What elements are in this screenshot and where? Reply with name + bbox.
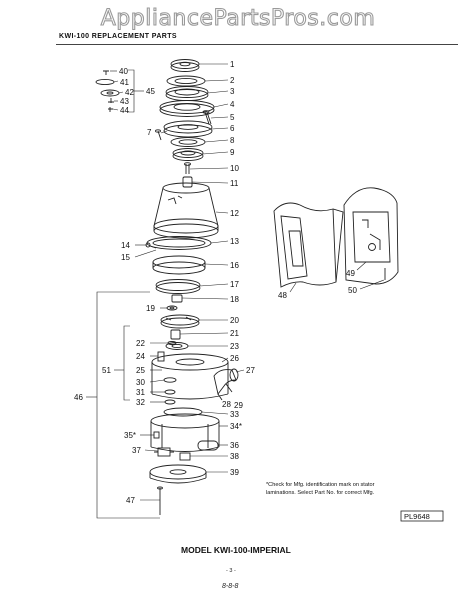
part-16-housing-ring bbox=[152, 255, 206, 275]
callout-32: 32 bbox=[136, 398, 145, 407]
callout-9: 9 bbox=[230, 148, 235, 157]
header-rule bbox=[56, 44, 458, 45]
part-48-front-cover bbox=[273, 202, 344, 288]
callout-38: 38 bbox=[230, 452, 239, 461]
callout-30: 30 bbox=[136, 378, 145, 387]
part-4-flange bbox=[159, 100, 215, 117]
part-21-hub bbox=[170, 329, 181, 340]
callout-40: 40 bbox=[119, 67, 128, 76]
part-36-capacitor bbox=[197, 440, 219, 451]
part-18-nut bbox=[171, 294, 183, 303]
page-reference: 8-8-8 bbox=[222, 583, 238, 590]
callout-17: 17 bbox=[230, 280, 239, 289]
part-10-bolt bbox=[184, 162, 191, 174]
part-9-seal bbox=[172, 148, 204, 161]
callout-20: 20 bbox=[230, 316, 239, 325]
part-34-motor-stator bbox=[150, 413, 220, 452]
model-title: MODEL KWI-100-IMPERIAL bbox=[181, 545, 291, 555]
part-47-screw bbox=[157, 486, 163, 515]
callout-34: 34* bbox=[230, 422, 242, 431]
part-39-base-plate bbox=[149, 464, 207, 484]
part-49-shroud bbox=[343, 187, 399, 285]
callout-42: 42 bbox=[125, 88, 134, 97]
callout-13: 13 bbox=[230, 237, 239, 246]
callout-31: 31 bbox=[136, 388, 145, 397]
callout-27: 27 bbox=[246, 366, 255, 375]
callout-35: 35* bbox=[124, 431, 136, 440]
part-35-connector bbox=[153, 431, 160, 439]
callout-19: 19 bbox=[146, 304, 155, 313]
callout-26: 26 bbox=[230, 354, 239, 363]
callout-14: 14 bbox=[121, 241, 130, 250]
part-2-ring bbox=[166, 75, 206, 87]
part-19-washer bbox=[166, 305, 178, 311]
part-37-terminal bbox=[154, 447, 174, 457]
page-header: KWI-100 REPLACEMENT PARTS bbox=[59, 33, 177, 40]
callout-4: 4 bbox=[230, 100, 235, 109]
callout-49: 49 bbox=[346, 269, 355, 278]
part-23-seal bbox=[165, 342, 189, 350]
part-30-bearing bbox=[163, 377, 177, 405]
callout-45: 45 bbox=[146, 87, 155, 96]
callout-39: 39 bbox=[230, 468, 239, 477]
callout-24: 24 bbox=[136, 352, 145, 361]
callout-46: 46 bbox=[74, 393, 83, 402]
footnote-line-2: laminations. Select Part No. for correct… bbox=[266, 490, 375, 496]
callout-2: 2 bbox=[230, 76, 235, 85]
callout-44: 44 bbox=[120, 106, 129, 115]
part-27-outlet-elbow bbox=[213, 368, 239, 401]
part-7-screw bbox=[155, 129, 162, 141]
callout-5: 5 bbox=[230, 113, 235, 122]
part-6-mount-ring bbox=[163, 120, 213, 138]
part-11-plug bbox=[182, 176, 193, 188]
part-5-screw bbox=[202, 110, 212, 125]
part-3-ring bbox=[165, 86, 209, 101]
callout-16: 16 bbox=[230, 261, 239, 270]
part-13-clamp-ring bbox=[145, 236, 212, 250]
callout-28: 28 bbox=[222, 400, 231, 409]
callout-3: 3 bbox=[230, 87, 235, 96]
parts-40-44-stack bbox=[95, 70, 120, 112]
callout-21: 21 bbox=[230, 329, 239, 338]
callout-15: 15 bbox=[121, 253, 130, 262]
part-17-ring bbox=[155, 279, 201, 294]
callout-22: 22 bbox=[136, 339, 145, 348]
part-20-turntable bbox=[160, 314, 200, 329]
callout-43: 43 bbox=[120, 97, 129, 106]
callout-47: 47 bbox=[126, 496, 135, 505]
callout-18: 18 bbox=[230, 295, 239, 304]
callout-51: 51 bbox=[102, 366, 111, 375]
watermark: AppliancePartsPros.com bbox=[100, 5, 376, 31]
plate-code: PL9648 bbox=[404, 512, 430, 521]
callout-48: 48 bbox=[278, 291, 287, 300]
part-25-body bbox=[151, 351, 229, 400]
callout-10: 10 bbox=[230, 164, 239, 173]
callout-6: 6 bbox=[230, 124, 235, 133]
part-8-gasket bbox=[170, 137, 206, 147]
callout-29: 29 bbox=[234, 401, 243, 410]
callout-25: 25 bbox=[136, 366, 145, 375]
footnote-line-1: *Check for Mfg. identification mark on s… bbox=[266, 482, 375, 488]
callout-37: 37 bbox=[132, 446, 141, 455]
plate-code-box bbox=[400, 510, 444, 522]
part-1-cap bbox=[170, 59, 200, 72]
callout-11: 11 bbox=[230, 179, 239, 188]
callout-33: 33 bbox=[230, 410, 239, 419]
callout-7: 7 bbox=[147, 128, 152, 137]
part-38-terminal bbox=[179, 452, 191, 461]
callout-23: 23 bbox=[230, 342, 239, 351]
page-number: - 3 - bbox=[226, 568, 236, 574]
callout-12: 12 bbox=[230, 209, 239, 218]
callout-8: 8 bbox=[230, 136, 235, 145]
callout-36: 36 bbox=[230, 441, 239, 450]
callout-41: 41 bbox=[120, 78, 129, 87]
callout-50: 50 bbox=[348, 286, 357, 295]
part-12-hopper bbox=[153, 182, 219, 239]
callout-1: 1 bbox=[230, 60, 235, 69]
